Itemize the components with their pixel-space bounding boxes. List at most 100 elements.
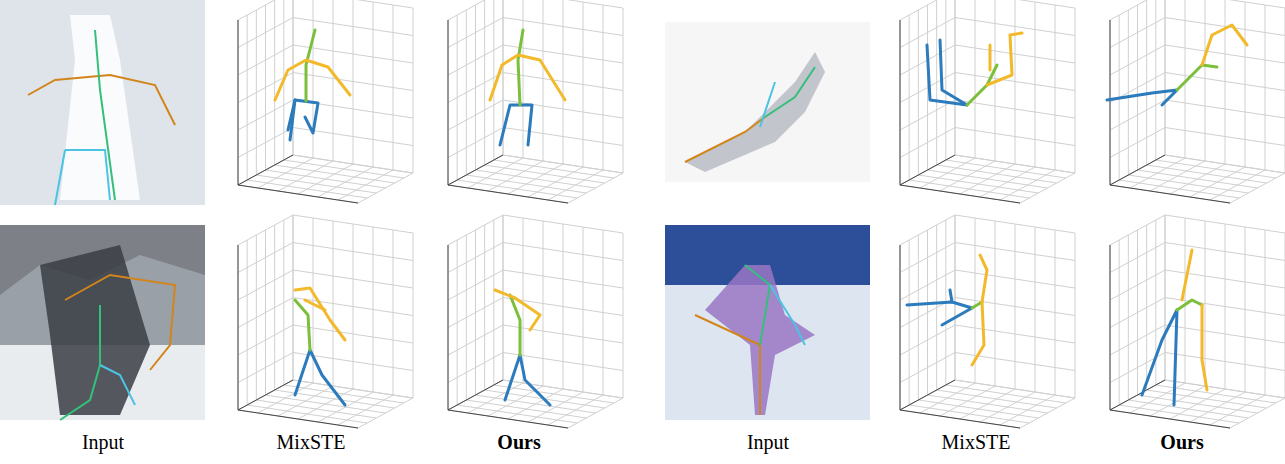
- grid-line: [448, 0, 503, 20]
- grid-line: [503, 380, 623, 398]
- column-label: Ours: [497, 432, 540, 452]
- grid-line: [528, 167, 583, 197]
- skeleton-2d: [60, 305, 100, 420]
- grid-line: [1075, 8, 1076, 173]
- grid-line: [448, 215, 503, 245]
- grid-line: [1110, 270, 1165, 300]
- grid-line: [1230, 398, 1285, 428]
- grid-line: [900, 215, 955, 245]
- grid-line: [238, 243, 293, 273]
- grid-line: [293, 0, 294, 155]
- grid-line: [283, 220, 284, 385]
- bone-line: [1182, 250, 1192, 300]
- grid-line: [413, 233, 414, 398]
- grid-line: [338, 170, 393, 200]
- grid-line: [333, 0, 334, 161]
- grid-line: [503, 270, 623, 288]
- grid-line: [373, 227, 374, 392]
- grid-line: [1165, 243, 1285, 261]
- axis-line: [1110, 20, 1111, 185]
- axis-line: [448, 20, 449, 185]
- grid-line: [1000, 395, 1055, 425]
- grid-line: [1165, 215, 1166, 380]
- grid-line: [603, 5, 604, 170]
- grid-line: [393, 230, 394, 395]
- grid-line: [955, 380, 1075, 398]
- grid-line: [318, 392, 373, 422]
- grid-line: [448, 45, 503, 75]
- grid-line: [1146, 225, 1147, 390]
- grid-line: [1055, 230, 1056, 395]
- person-silhouette: [60, 15, 140, 200]
- grid-line: [293, 270, 413, 288]
- grid-line: [936, 0, 937, 165]
- grid-line: [503, 243, 623, 261]
- pose-overlay: [685, 52, 825, 172]
- grid-line: [238, 298, 293, 328]
- axis-line: [238, 155, 293, 185]
- skeleton-2d: [95, 30, 115, 200]
- axis-line: [1110, 380, 1165, 410]
- grid-line: [1110, 45, 1165, 75]
- axis-line: [900, 185, 1020, 203]
- input-photo: [0, 0, 205, 205]
- axis-line: [448, 380, 503, 410]
- bone-line: [972, 302, 984, 365]
- axis-line: [448, 410, 568, 428]
- grid-line: [1165, 380, 1285, 398]
- grid-line: [238, 45, 293, 75]
- photo-ground: [665, 22, 870, 182]
- grid-line: [1165, 215, 1285, 233]
- skeleton-3d: [927, 33, 1022, 105]
- grid-line: [900, 20, 901, 185]
- grid-line: [293, 73, 413, 91]
- grid-line: [1165, 73, 1285, 91]
- pose-overlay: [695, 265, 815, 415]
- grid-line: [1265, 5, 1266, 170]
- axis-line: [900, 410, 1020, 428]
- bone-line: [1177, 300, 1202, 310]
- grid-line: [1245, 227, 1246, 392]
- grid-line: [980, 167, 1035, 197]
- grid-line: [1035, 227, 1036, 392]
- grid-line: [1020, 173, 1075, 203]
- grid-line: [503, 155, 623, 173]
- axis-line: [448, 245, 449, 410]
- grid-line: [900, 0, 955, 20]
- skeleton-3d: [275, 30, 350, 140]
- column-label: MixSTE: [942, 432, 1011, 452]
- grid-line: [358, 173, 413, 203]
- grid-line: [1110, 298, 1165, 328]
- skeleton-2d: [55, 150, 65, 205]
- bone-line: [989, 45, 992, 70]
- bone-line: [490, 55, 565, 100]
- grid-line: [1110, 18, 1165, 48]
- grid-line: [293, 155, 413, 173]
- grid-line: [900, 270, 955, 300]
- grid-line: [448, 245, 449, 410]
- grid-line: [493, 220, 494, 385]
- bone-line: [980, 255, 987, 302]
- skeleton-3d: [1107, 25, 1247, 105]
- column-label: Input: [82, 432, 124, 452]
- grid-line: [503, 298, 623, 316]
- grid-line: [955, 215, 956, 380]
- grid-line: [900, 245, 901, 410]
- grid-line: [955, 270, 1075, 288]
- bone-line: [967, 65, 997, 105]
- axes-3d: [448, 215, 623, 428]
- photo-ground: [0, 0, 205, 205]
- grid-line: [975, 0, 976, 158]
- grid-line: [293, 298, 413, 316]
- grid-line: [1230, 173, 1285, 203]
- axis-line: [238, 245, 239, 410]
- grid-line: [1210, 395, 1265, 425]
- skeleton-3d: [1142, 250, 1207, 405]
- skeleton-2d: [745, 265, 770, 345]
- bone-line: [290, 100, 295, 140]
- grid-line: [448, 243, 503, 273]
- bone-line: [927, 40, 967, 105]
- skeleton-3d: [495, 290, 550, 405]
- skeleton-3d: [907, 255, 987, 365]
